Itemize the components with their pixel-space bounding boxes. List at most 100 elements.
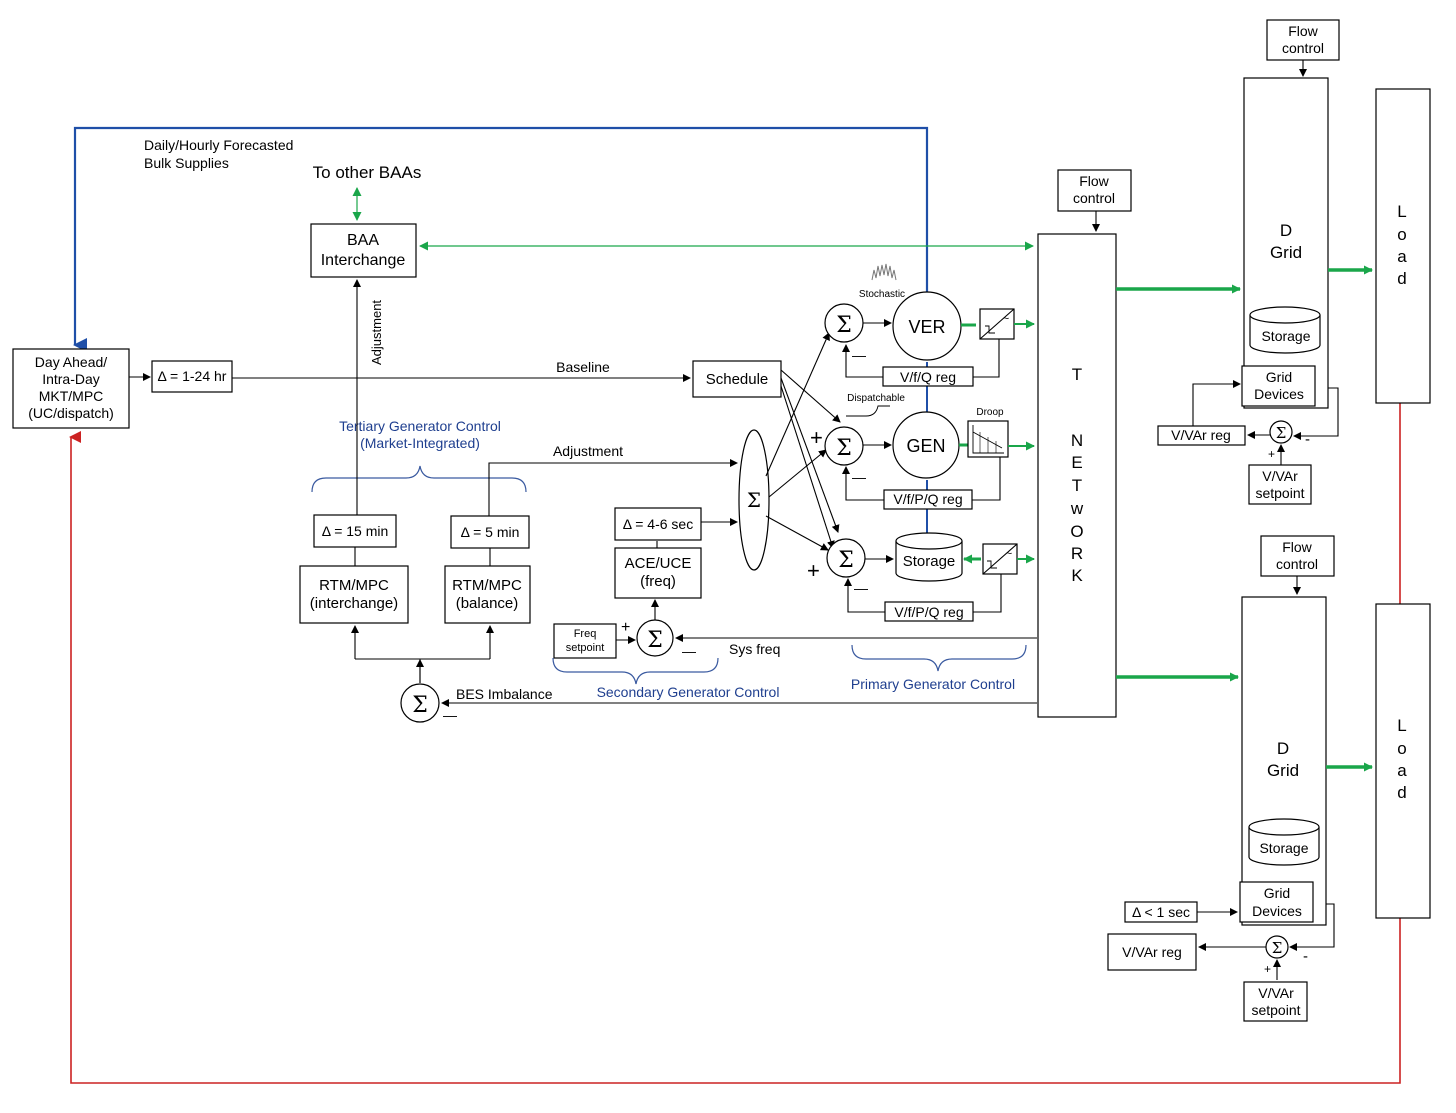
- tertiary-bracket: [311, 465, 527, 493]
- grid-devices-top-box: [1241, 365, 1316, 407]
- droop-label: Droop: [976, 407, 1004, 418]
- bes-minus: —: [443, 707, 457, 723]
- storage-cylinder: [895, 532, 963, 582]
- schedule-label: Schedule: [706, 371, 769, 388]
- vvar-sum-top-junction: [1269, 420, 1293, 444]
- vvar-reg-top-label: V/VAr reg: [1171, 427, 1231, 443]
- baa-label-1: BAA: [347, 232, 379, 249]
- secondary-label: Secondary Generator Control: [597, 684, 780, 700]
- adjustment-line: [488, 459, 738, 516]
- svg-text:o: o: [1397, 225, 1406, 244]
- ace-uce-label-2: (freq): [640, 573, 676, 590]
- load-feedback-line: [69, 431, 1401, 1084]
- storage-inverter-icon: ~: [982, 543, 1018, 575]
- ace-uce-box: [614, 547, 702, 599]
- secondary-sum-ellipse: [738, 429, 770, 571]
- load-bottom-box: [1375, 603, 1431, 919]
- svg-text:o: o: [1397, 739, 1406, 758]
- flow-control-top-label-2: control: [1282, 40, 1324, 56]
- flow-control-network-label-1: Flow: [1079, 173, 1109, 189]
- t-network-label: T N E T w O R K: [1070, 365, 1084, 585]
- stochastic-icon: [871, 263, 897, 281]
- svg-text:K: K: [1071, 566, 1083, 585]
- d-grid-bottom-storage-label: Storage: [1259, 840, 1308, 856]
- load-top-box: [1375, 88, 1431, 404]
- secondary-sum-sigma: Σ: [747, 488, 761, 512]
- bes-imbalance-label: BES Imbalance: [456, 686, 553, 702]
- storage-minus: —: [854, 580, 868, 596]
- grid-devices-bottom-box: [1239, 881, 1314, 923]
- t-network-box: [1037, 233, 1117, 718]
- gen-label: GEN: [906, 436, 945, 456]
- svg-text:d: d: [1397, 269, 1406, 288]
- vvar-reg-bottom-label: V/VAr reg: [1122, 944, 1182, 960]
- flow-control-network-box: [1057, 169, 1132, 212]
- delta-4-6-label: Δ = 4-6 sec: [623, 516, 693, 532]
- gen-plus: +: [810, 425, 823, 450]
- dispatchable-label: Dispatchable: [847, 393, 905, 404]
- svg-text:~: ~: [1003, 313, 1009, 325]
- day-ahead-label-2: Intra-Day: [42, 371, 100, 387]
- freq-minus: —: [682, 643, 696, 659]
- svg-text:w: w: [1070, 499, 1084, 518]
- rtm-balance-label-1: RTM/MPC: [452, 577, 522, 594]
- flow-control-network-label-2: control: [1073, 190, 1115, 206]
- d-grid-top-storage-cylinder: [1249, 306, 1321, 354]
- d-grid-bottom-box: [1241, 596, 1327, 926]
- d-grid-top-storage-label: Storage: [1261, 328, 1310, 344]
- ver-sum-sigma: Σ: [836, 313, 852, 338]
- vvar-setpoint-bottom-label-2: setpoint: [1251, 1002, 1300, 1018]
- rtm-balance-label-2: (balance): [456, 595, 519, 612]
- ver-minus: —: [852, 347, 866, 363]
- flow-control-bottom-label-2: control: [1276, 556, 1318, 572]
- vfpq-reg-2-label: V/f/P/Q reg: [894, 604, 963, 620]
- vfq-reg-label: V/f/Q reg: [900, 369, 956, 385]
- vvar-setpoint-bottom-box: [1243, 981, 1308, 1022]
- svg-text:T: T: [1072, 476, 1082, 495]
- vvar-setpoint-bottom-label-1: V/VAr: [1258, 985, 1294, 1001]
- flow-control-bottom-label-1: Flow: [1282, 539, 1312, 555]
- ace-uce-label-1: ACE/UCE: [625, 555, 692, 572]
- vvar-reg-bottom-box: [1107, 933, 1197, 971]
- gen-sum-sigma: Σ: [836, 436, 852, 461]
- gen-minus: —: [852, 469, 866, 485]
- primary-label: Primary Generator Control: [851, 676, 1015, 692]
- tertiary-label-2: (Market-Integrated): [360, 435, 480, 451]
- freq-sum-junction: [636, 619, 674, 657]
- delta-1-24-label: Δ = 1-24 hr: [158, 368, 227, 384]
- svg-text:T: T: [1072, 365, 1082, 384]
- flow-control-top-box: [1266, 19, 1340, 61]
- droop-icon: [967, 420, 1009, 458]
- delta-15-label: Δ = 15 min: [322, 523, 389, 539]
- svg-text:L: L: [1397, 202, 1406, 221]
- forecast-feedback-line: [73, 126, 929, 352]
- to-other-baas-label: To other BAAs: [313, 163, 422, 182]
- svg-text:a: a: [1397, 247, 1407, 266]
- vvar-setpoint-top-label-2: setpoint: [1255, 485, 1304, 501]
- load-bottom-label: L o a d: [1397, 716, 1407, 802]
- d-grid-top-label-1: D: [1280, 221, 1292, 240]
- d-grid-bottom-storage-cylinder: [1248, 818, 1320, 866]
- grid-devices-bottom-label-1: Grid: [1264, 885, 1290, 901]
- adjustment-vertical-label: Adjustment: [369, 300, 384, 365]
- flow-control-top-label-1: Flow: [1288, 23, 1318, 39]
- day-ahead-box: [12, 348, 130, 429]
- storage-sum-junction: [826, 538, 866, 578]
- primary-bracket: [851, 644, 1027, 672]
- delta-5-label: Δ = 5 min: [461, 524, 520, 540]
- freq-setpoint-label-2: setpoint: [566, 642, 605, 654]
- svg-text:L: L: [1397, 716, 1406, 735]
- day-ahead-label-3: MKT/MPC: [39, 388, 104, 404]
- svg-text:R: R: [1071, 544, 1083, 563]
- vvar-top-plus: +: [1268, 447, 1275, 461]
- rtm-interchange-label-1: RTM/MPC: [319, 577, 389, 594]
- delta-lt-1-label: Δ < 1 sec: [1132, 904, 1190, 920]
- svg-text:d: d: [1397, 783, 1406, 802]
- vvar-sum-top-sigma: Σ: [1276, 424, 1287, 442]
- rtm-interchange-label-2: (interchange): [310, 595, 398, 612]
- vvar-bottom-minus: -: [1303, 948, 1308, 965]
- svg-text:O: O: [1070, 522, 1083, 541]
- vvar-setpoint-top-box: [1248, 464, 1312, 505]
- freq-setpoint-box: [553, 623, 617, 659]
- delta-1-24-box: [151, 360, 233, 393]
